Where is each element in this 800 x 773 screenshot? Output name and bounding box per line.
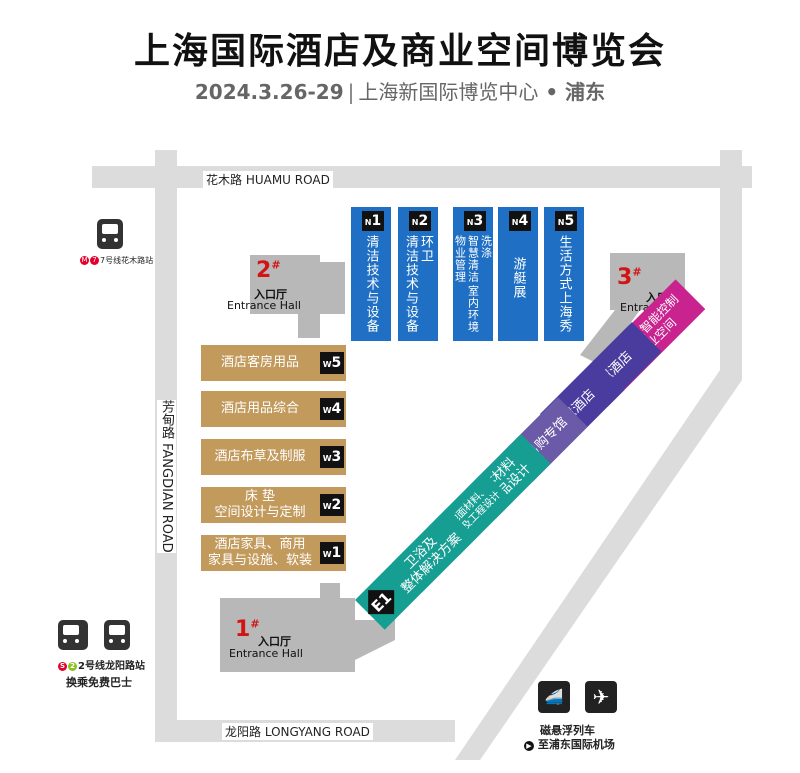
hall-w2-label-1: 床 垫 bbox=[244, 489, 276, 504]
entrance-hall-2 bbox=[250, 255, 345, 338]
hall-w5-label: 酒店客房用品 bbox=[220, 355, 299, 370]
hall-n2-label-2: 环卫 bbox=[418, 235, 433, 263]
metro-icon bbox=[97, 219, 123, 249]
hall-w1[interactable]: 酒店家具、商用家具与设施、软装 W1 bbox=[201, 535, 346, 571]
hall-w1-badge: W1 bbox=[320, 542, 344, 564]
hall-w1-label-2: 家具与设施、软装 bbox=[207, 553, 312, 568]
hall-n1-label: 清洁技术与设备 bbox=[363, 235, 379, 333]
airplane-icon: ✈ bbox=[585, 681, 617, 713]
hall-w2[interactable]: 床 垫空间设计与定制 W2 bbox=[201, 487, 346, 523]
event-info: 2024.3.26-29|上海新国际博览中心 • 浦东 bbox=[0, 76, 800, 105]
hall-n2-badge: N2 bbox=[409, 211, 431, 231]
entrance-3-number: 3# bbox=[617, 265, 642, 290]
road-label-fangdian: 芳甸路 FANGDIAN ROAD bbox=[157, 400, 176, 553]
hall-w4-badge: W4 bbox=[320, 398, 344, 420]
hall-n3[interactable]: N3 物业管理 智慧清洁 洗涤 室内环境 bbox=[453, 207, 493, 341]
entrance-hall-3 bbox=[580, 253, 685, 365]
hall-n1[interactable]: N1 清洁技术与设备 bbox=[351, 207, 391, 341]
venue-name: 上海新国际博览中心 bbox=[358, 80, 539, 104]
entrance-2-number: 2# bbox=[256, 258, 281, 283]
metro-icon-longyang bbox=[104, 620, 130, 650]
road-east-diagonal bbox=[455, 150, 742, 760]
entrance-1-en: Entrance Hall bbox=[229, 647, 303, 660]
hall-n3-label-2: 智慧清洁 bbox=[466, 235, 480, 283]
hall-w5[interactable]: 酒店客房用品 W5 bbox=[201, 345, 346, 381]
entrance-1-number: 1# bbox=[235, 617, 260, 642]
hall-n1-badge: N1 bbox=[362, 211, 384, 231]
bus-icon bbox=[58, 620, 88, 650]
hall-n5-label: 生活方式上海秀 bbox=[556, 235, 572, 333]
metro-line-icon: M bbox=[80, 256, 89, 265]
hall-n3-badge: N3 bbox=[464, 211, 486, 231]
road-label-huamu: 花木路 HUAMU ROAD bbox=[203, 171, 333, 188]
district-name: 浦东 bbox=[565, 80, 606, 104]
entrance-2-label: 入口厅 bbox=[254, 288, 287, 301]
hall-n4-badge: N4 bbox=[509, 211, 531, 231]
hall-w2-label-2: 空间设计与定制 bbox=[214, 505, 306, 520]
airport-label: ▶ 至浦东国际机场 bbox=[524, 736, 615, 752]
entrance-1-label: 入口厅 bbox=[258, 635, 291, 648]
shuttle-bus-label: 换乘免费巴士 bbox=[66, 676, 132, 689]
hall-n3-label-3: 洗涤 bbox=[479, 235, 493, 259]
hall-n2[interactable]: N2 清洁技术与设备环卫 bbox=[398, 207, 438, 341]
hall-w4-label: 酒店用品综合 bbox=[220, 401, 299, 416]
hall-w4[interactable]: 酒店用品综合 W4 bbox=[201, 391, 346, 427]
play-icon: ▶ bbox=[524, 741, 534, 751]
maglev-label: 磁悬浮列车 bbox=[540, 724, 595, 737]
hall-w1-label-1: 酒店家具、商用 bbox=[214, 537, 306, 552]
hall-n3-label-4: 室内环境 bbox=[466, 285, 480, 333]
hall-n2-label: 清洁技术与设备 bbox=[403, 235, 418, 333]
hall-n3-label-1: 物业管理 bbox=[453, 235, 467, 283]
road-huamu bbox=[92, 166, 752, 188]
maglev-icon: 🚄 bbox=[538, 681, 570, 713]
hall-w3-label: 酒店布草及制服 bbox=[214, 449, 306, 464]
page-title: 上海国际酒店及商业空间博览会 bbox=[133, 31, 666, 72]
hall-w2-badge: W2 bbox=[320, 494, 344, 516]
hall-w3-badge: W3 bbox=[320, 446, 344, 468]
hall-n5[interactable]: N5 生活方式上海秀 bbox=[544, 207, 584, 341]
hall-n5-badge: N5 bbox=[555, 211, 577, 231]
hall-e1-badge: E1 bbox=[367, 588, 395, 616]
road-label-longyang: 龙阳路 LONGYANG ROAD bbox=[222, 723, 373, 740]
entrance-hall-1 bbox=[220, 583, 395, 672]
hall-w3[interactable]: 酒店布草及制服 W3 bbox=[201, 439, 346, 475]
hall-n4-label: 游艇展 bbox=[510, 257, 526, 299]
separator: | bbox=[347, 80, 355, 104]
bullet: • bbox=[545, 80, 559, 104]
hall-n4[interactable]: N4 游艇展 bbox=[498, 207, 538, 341]
hall-w5-badge: W5 bbox=[320, 352, 344, 374]
event-date: 2024.3.26-29 bbox=[194, 80, 344, 104]
entrance-2-en: Entrance Hall bbox=[227, 299, 301, 312]
